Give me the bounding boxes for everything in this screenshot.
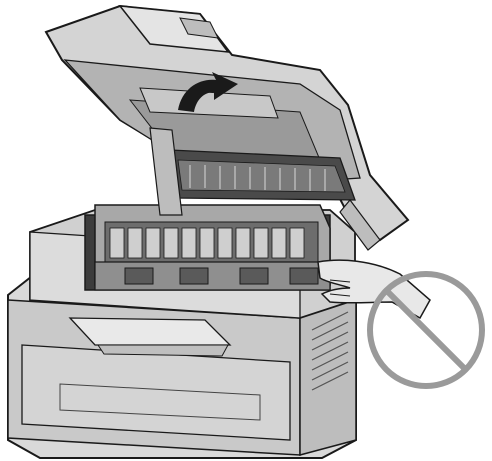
close-direction-arrow-icon: [178, 72, 238, 112]
scanner-lid-open: [44, 4, 410, 251]
prohibition-icon: [367, 271, 485, 389]
printer-middle-body: [29, 204, 356, 319]
